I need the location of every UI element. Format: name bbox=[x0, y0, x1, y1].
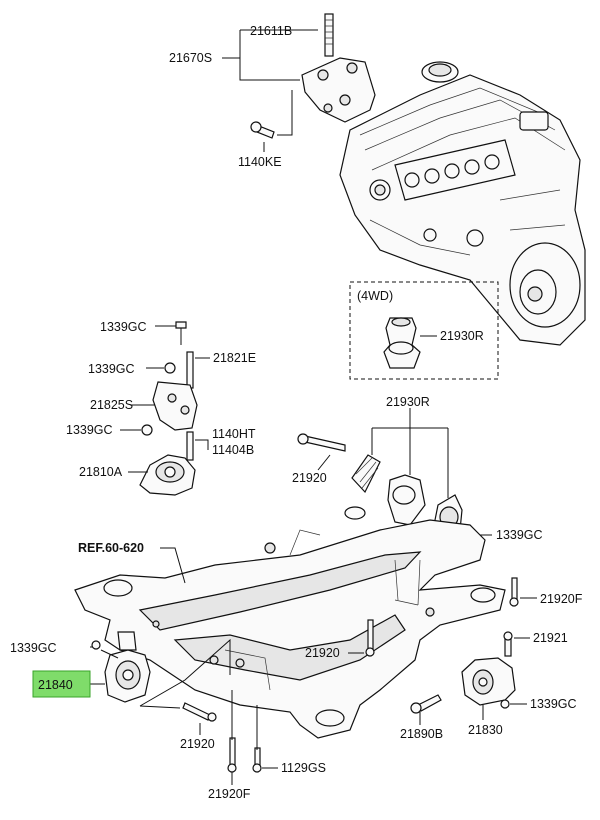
ref-label[interactable]: REF.60-620 bbox=[78, 541, 144, 555]
callout-21830[interactable]: 21830 bbox=[468, 723, 503, 737]
callout-21920F-a[interactable]: 21920F bbox=[540, 592, 583, 606]
leader-lines-lower bbox=[231, 597, 537, 785]
callout-1339GC-b[interactable]: 1339GC bbox=[88, 362, 135, 376]
callout-21810A[interactable]: 21810A bbox=[79, 465, 123, 479]
leader-lines-21840 bbox=[90, 638, 231, 735]
callout-1339GC-d[interactable]: 1339GC bbox=[496, 528, 543, 542]
mount-21830 bbox=[410, 631, 516, 714]
callout-21670S[interactable]: 21670S bbox=[169, 51, 212, 65]
callout-1140KE[interactable]: 1140KE bbox=[238, 155, 282, 169]
leader-lines-top bbox=[222, 29, 318, 152]
callout-1339GC-a[interactable]: 1339GC bbox=[100, 320, 147, 334]
label-4wd: (4WD) bbox=[357, 289, 393, 303]
callout-21920-a[interactable]: 21920 bbox=[292, 471, 327, 485]
callout-21930R-4wd[interactable]: 21930R bbox=[440, 329, 484, 343]
engine-illustration bbox=[339, 61, 586, 346]
callout-21920-c[interactable]: 21920 bbox=[180, 737, 215, 751]
callout-21611B[interactable]: 21611B bbox=[250, 24, 292, 38]
leader-lines-left bbox=[120, 325, 210, 473]
bracket-21670S bbox=[250, 13, 376, 139]
callout-21825S[interactable]: 21825S bbox=[90, 398, 133, 412]
bolts-lower bbox=[227, 577, 519, 773]
callout-21930R[interactable]: 21930R bbox=[386, 395, 430, 409]
callout-11404B[interactable]: 11404B bbox=[212, 443, 254, 457]
leader-lines-21830 bbox=[419, 637, 530, 725]
mount-4wd-21930R bbox=[383, 317, 437, 369]
callout-1129GS[interactable]: 1129GS bbox=[281, 761, 326, 775]
callout-21920F-b[interactable]: 21920F bbox=[208, 787, 251, 801]
callout-1339GC-c[interactable]: 1339GC bbox=[66, 423, 113, 437]
ref-leader-line bbox=[160, 547, 186, 584]
callout-21920-b[interactable]: 21920 bbox=[305, 646, 340, 660]
left-mount-assembly bbox=[139, 321, 198, 496]
4wd-dashed-box bbox=[349, 281, 499, 380]
callout-1339GC-e[interactable]: 1339GC bbox=[10, 641, 57, 655]
callout-21821E[interactable]: 21821E bbox=[213, 351, 256, 365]
highlight-21840 bbox=[32, 670, 91, 698]
callout-1140HT[interactable]: 1140HT bbox=[212, 427, 256, 441]
leader-lines-right bbox=[317, 408, 492, 536]
callout-21921[interactable]: 21921 bbox=[533, 631, 568, 645]
mount-21840 bbox=[91, 631, 217, 722]
callout-21840[interactable]: 21840 bbox=[38, 678, 73, 692]
callout-1339GC-f[interactable]: 1339GC bbox=[530, 697, 577, 711]
callout-21890B[interactable]: 21890B bbox=[400, 727, 443, 741]
